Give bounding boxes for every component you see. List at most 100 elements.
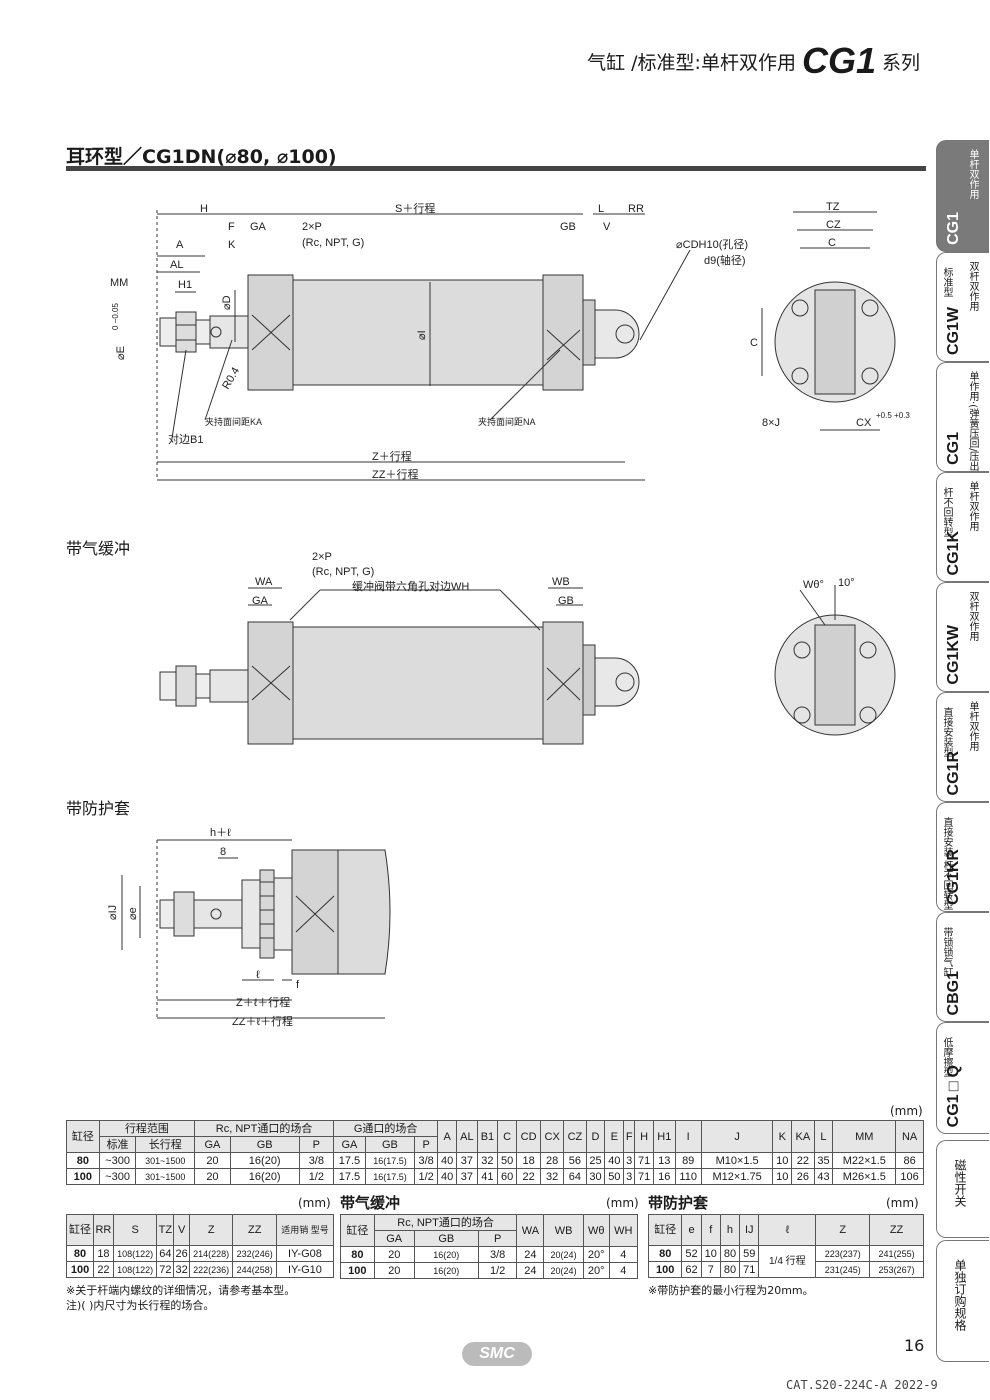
dim-d9: d9(轴径): [704, 253, 746, 267]
table-cell: 16: [653, 1168, 676, 1185]
table-cell: 80: [340, 1246, 375, 1263]
series-tab[interactable]: 磁性开关: [936, 1140, 989, 1238]
dim-V: V: [603, 221, 611, 233]
table-cell: 16(20): [413, 1246, 479, 1263]
dim-l: ℓ: [256, 969, 260, 981]
series-tab[interactable]: 单独订购规格: [936, 1240, 989, 1362]
table-cell: 71: [634, 1152, 655, 1169]
col-cz: CZ: [563, 1120, 587, 1153]
table-cell: 37: [456, 1168, 478, 1185]
col-6: ZZ: [232, 1214, 277, 1246]
table-cell: 20(24): [543, 1262, 584, 1279]
table-cell: 214(228): [188, 1245, 234, 1262]
col-al: AL: [456, 1120, 478, 1153]
dim-TZ: TZ: [826, 201, 840, 213]
col-h1: H1: [653, 1120, 676, 1153]
tab-side-label: 直接安装·杆不回转型: [941, 817, 952, 911]
tab-code: CG1: [945, 212, 962, 245]
table3-title: 带气缓冲: [340, 1194, 401, 1212]
table-cell: 241(255): [869, 1245, 924, 1262]
table-cell: 20: [194, 1168, 231, 1185]
brand-name: SMC: [479, 1345, 515, 1362]
dim-C-side: C: [750, 337, 758, 349]
subcol: GB: [413, 1230, 479, 1247]
col-4: V: [173, 1214, 190, 1246]
col-f: F: [623, 1120, 636, 1153]
dim-J: 8×J: [762, 417, 780, 429]
table-cell: 60: [497, 1168, 518, 1185]
table-cell: 10: [772, 1152, 793, 1169]
subcol: GB: [364, 1136, 416, 1153]
subsection-cushion: 带气缓冲: [66, 539, 131, 558]
dim-L: L: [598, 203, 604, 215]
table-cell: 223(237): [815, 1245, 871, 1262]
dim-B1: 对边B1: [168, 432, 203, 446]
table-cell: 108(122): [112, 1261, 158, 1278]
tab-label: 单杆双作用: [967, 149, 978, 199]
subcol: GB: [229, 1136, 300, 1153]
table-cell: 37: [456, 1152, 478, 1169]
table-cell: 28: [540, 1152, 565, 1169]
table-cell: 232(246): [232, 1245, 277, 1262]
tab-code: CBG1: [945, 970, 962, 1015]
table-cell: 18: [516, 1152, 542, 1169]
table-cell: 222(236): [188, 1261, 234, 1278]
col-7: 适用销 型号: [275, 1214, 335, 1246]
subcol: 长行程: [135, 1136, 196, 1153]
smc-logo: SMC: [462, 1342, 532, 1366]
table-cell: 301~1500: [135, 1152, 196, 1169]
tab-code: CG1W: [945, 307, 962, 355]
table-cell: 4: [608, 1262, 639, 1279]
table-cell: 13: [653, 1152, 676, 1169]
col-2: WA: [516, 1214, 545, 1247]
table-cell: 86: [895, 1152, 924, 1169]
tab-code: CG1K: [945, 530, 962, 575]
table-cell: 18: [93, 1245, 114, 1262]
dim-e: ⌀e: [127, 907, 139, 920]
cushion-wh-note: 缓冲阀带六角孔对边WH: [352, 579, 469, 593]
table-cell: 72: [156, 1261, 175, 1278]
col-bore: 缸径: [340, 1214, 375, 1247]
page-number: 16: [904, 1336, 925, 1355]
col-bore: 缸径: [66, 1120, 100, 1153]
dim-CX: CX: [856, 417, 872, 429]
table-cell: 244(258): [232, 1261, 277, 1278]
cushion-port-sub: (Rc, NPT, G): [312, 566, 374, 578]
tab-side-label: 直接安装型: [941, 707, 952, 757]
unit-table2: (mm): [298, 1196, 331, 1210]
col-3: WB: [543, 1214, 584, 1247]
table-cell: 7: [700, 1261, 721, 1278]
tab-side-label: 带锁锁气缸: [941, 927, 952, 977]
table-cell: 40: [437, 1152, 458, 1169]
table-cell: 89: [674, 1152, 702, 1169]
dim-K: K: [228, 239, 236, 251]
dim-E: ⌀E: [115, 346, 127, 360]
series-tab[interactable]: CG1 单杆双作用: [936, 140, 989, 252]
dim-Z: Z＋行程: [372, 450, 412, 463]
dim-R04: R0.4: [220, 365, 242, 391]
tab-code: CG1KW: [945, 625, 962, 685]
table-cell: M22×1.5: [832, 1152, 897, 1169]
dim-KA: 夹持面间距KA: [205, 416, 262, 427]
dim-H1: H1: [178, 279, 192, 291]
table-cell: IY-G10: [275, 1261, 335, 1278]
cushion-drawing: 2×P (Rc, NPT, G) 缓冲阀带六角孔对边WH WA GA WB GB…: [159, 551, 896, 745]
table-cell: 22: [791, 1152, 815, 1169]
table-cell: 50: [604, 1168, 625, 1185]
table-cell: ~300: [98, 1168, 137, 1185]
table-cell: 43: [813, 1168, 834, 1185]
table-cell: 3/8: [414, 1152, 439, 1169]
table-cell: 24: [516, 1246, 545, 1263]
col-2: S: [112, 1214, 158, 1246]
